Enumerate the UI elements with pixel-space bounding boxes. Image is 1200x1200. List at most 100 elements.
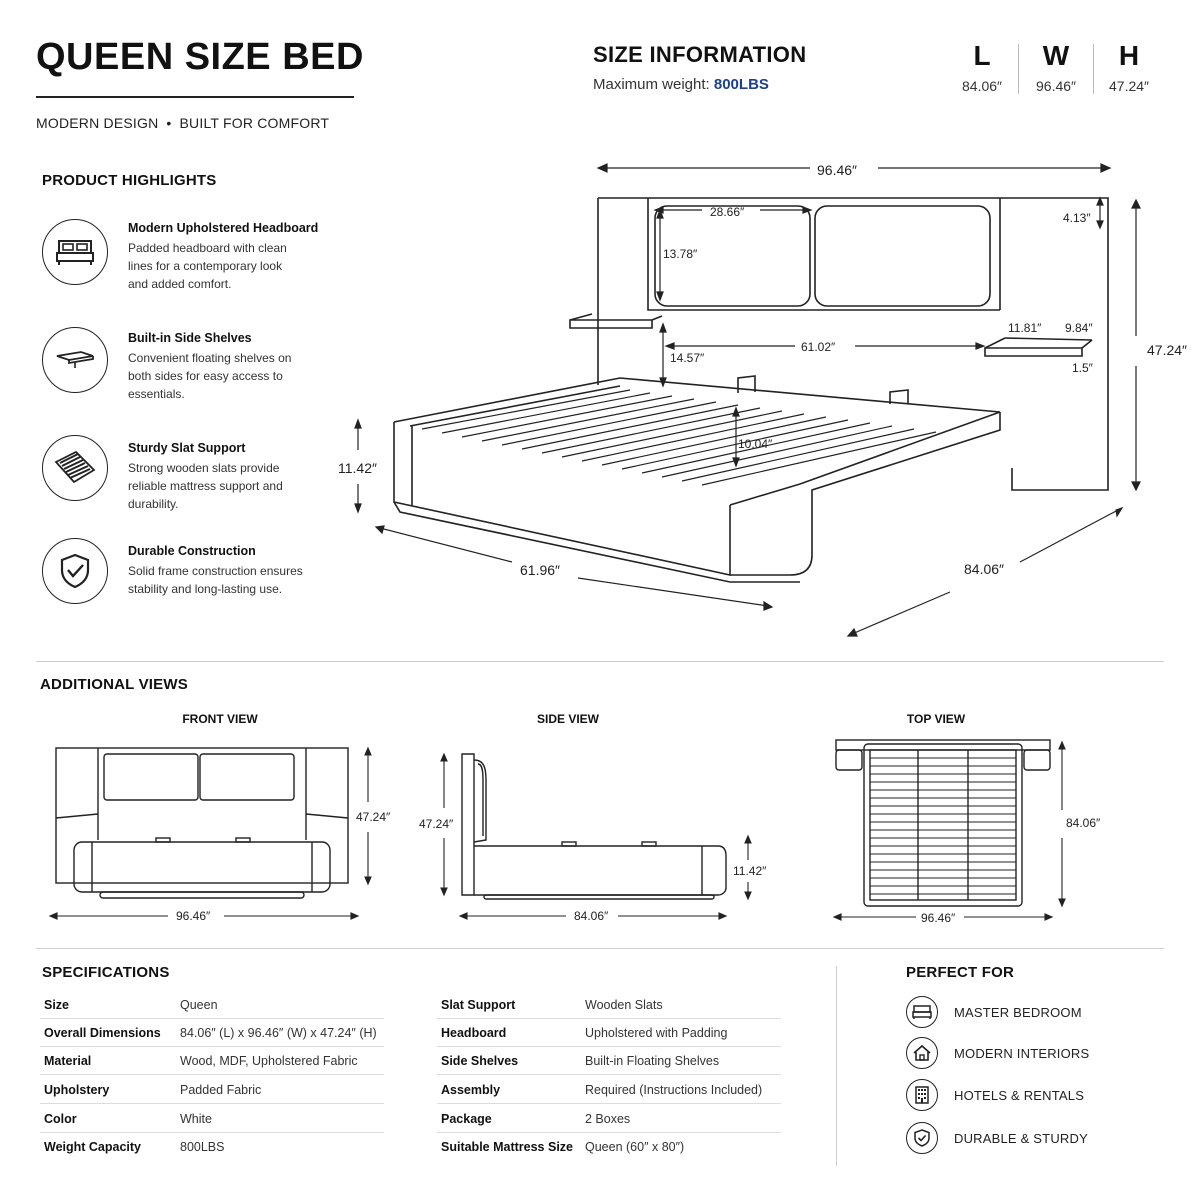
spec-key: Slat Support bbox=[441, 997, 516, 1012]
top-view-drawing: 84.06″ 96.46″ bbox=[832, 739, 1101, 925]
dim-inner-width: 61.02″ bbox=[801, 340, 836, 354]
front-view-height: 47.24″ bbox=[356, 810, 391, 824]
highlight-desc: Strong wooden slats provide reliable mat… bbox=[128, 461, 283, 511]
dim-width: W 96.46″ bbox=[1021, 40, 1091, 94]
front-view-width: 96.46″ bbox=[176, 909, 211, 923]
dim-width-value: 96.46″ bbox=[1036, 78, 1076, 94]
spec-key: Headboard bbox=[441, 1025, 507, 1040]
front-view-drawing: 47.24″ 96.46″ bbox=[48, 746, 391, 923]
spec-row: Size Queen bbox=[40, 991, 384, 1019]
perfect-for-label: HOTELS & RENTALS bbox=[954, 1087, 1085, 1103]
spec-value: Required (Instructions Included) bbox=[585, 1082, 763, 1097]
perfect-for-item: DURABLE & STURDY bbox=[906, 1122, 1088, 1154]
spec-key: Upholstery bbox=[44, 1082, 110, 1097]
spec-value: Wooden Slats bbox=[585, 997, 663, 1012]
max-weight-label: Maximum weight: bbox=[593, 76, 710, 93]
side-view-length: 84.06″ bbox=[574, 909, 609, 923]
perfect-for-label: MASTER BEDROOM bbox=[954, 1004, 1082, 1020]
dim-width-top: 96.46″ bbox=[817, 162, 857, 178]
top-view-label: TOP VIEW bbox=[906, 712, 966, 726]
spec-key: Package bbox=[441, 1111, 492, 1126]
size-info-title: SIZE INFORMATION bbox=[593, 42, 807, 67]
spec-row: Color White bbox=[40, 1105, 384, 1133]
dim-front-width: 61.96″ bbox=[520, 562, 560, 578]
highlight-desc: Solid frame construction ensures stabili… bbox=[128, 564, 303, 596]
spec-key: Suitable Mattress Size bbox=[441, 1140, 573, 1154]
slats-icon bbox=[42, 435, 108, 501]
highlight-item: Durable Construction Solid frame constru… bbox=[128, 544, 303, 598]
tagline-comfort: BUILT FOR COMFORT bbox=[179, 115, 330, 131]
section-divider bbox=[36, 948, 1164, 949]
specifications-heading: SPECIFICATIONS bbox=[42, 964, 170, 981]
column-divider bbox=[836, 966, 837, 1166]
perfect-for-label: DURABLE & STURDY bbox=[954, 1130, 1088, 1146]
bed-icon bbox=[42, 219, 108, 285]
spec-key: Size bbox=[44, 997, 70, 1012]
highlight-title: Sturdy Slat Support bbox=[128, 441, 246, 455]
spec-value: 84.06″ (L) x 96.46″ (W) x 47.24″ (H) bbox=[180, 1025, 377, 1040]
spec-row: Material Wood, MDF, Upholstered Fabric bbox=[40, 1047, 384, 1075]
dim-height: H 47.24″ bbox=[1094, 40, 1164, 94]
highlights-heading: PRODUCT HIGHLIGHTS bbox=[42, 172, 217, 189]
perfect-for-item: MASTER BEDROOM bbox=[906, 996, 1082, 1028]
dim-panel-width: 28.66″ bbox=[710, 205, 745, 219]
spec-row: Suitable Mattress Size Queen (60″ x 80″) bbox=[437, 1133, 781, 1161]
highlight-item: Modern Upholstered Headboard Padded head… bbox=[128, 221, 318, 293]
dim-separator bbox=[1018, 44, 1019, 94]
spec-row: Upholstery Padded Fabric bbox=[40, 1076, 384, 1104]
dim-shelf-depth: 11.81″ bbox=[1008, 321, 1042, 335]
tagline-design: MODERN DESIGN bbox=[36, 115, 159, 131]
highlight-desc: Padded headboard with clean lines for a … bbox=[128, 241, 287, 291]
spec-row: Slat Support Wooden Slats bbox=[437, 991, 781, 1019]
perfect-for-heading: PERFECT FOR bbox=[906, 964, 1015, 981]
dim-height-value: 47.24″ bbox=[1109, 78, 1149, 94]
spec-key: Weight Capacity bbox=[44, 1140, 142, 1154]
spec-row: Assembly Required (Instructions Included) bbox=[437, 1076, 781, 1104]
top-view-length: 84.06″ bbox=[1066, 816, 1101, 830]
perfect-for-item: MODERN INTERIORS bbox=[906, 1037, 1089, 1069]
spec-key: Side Shelves bbox=[441, 1053, 519, 1068]
spec-value: White bbox=[180, 1111, 212, 1126]
dim-total-height: 47.24″ bbox=[1147, 342, 1187, 358]
bed-main-drawing: 96.46″ 28.66″ 13.78″ 4.13″ 14.57″ 61.02″… bbox=[338, 162, 1187, 637]
tagline: MODERN DESIGN•BUILT FOR COMFORT bbox=[36, 115, 329, 131]
building-icon bbox=[906, 1079, 938, 1111]
shelf-icon bbox=[42, 327, 108, 393]
page-title: QUEEN SIZE BED bbox=[36, 36, 364, 78]
side-view-drawing: 47.24″ 11.42″ 84.06″ bbox=[419, 752, 767, 923]
dim-separator bbox=[1093, 44, 1094, 94]
side-view-frame: 11.42″ bbox=[733, 864, 767, 878]
side-view-height: 47.24″ bbox=[419, 817, 454, 831]
front-view-label: FRONT VIEW bbox=[182, 712, 258, 726]
side-view-label: SIDE VIEW bbox=[536, 712, 599, 726]
spec-key: Color bbox=[44, 1111, 77, 1126]
section-divider bbox=[36, 661, 1164, 662]
spec-value: Upholstered with Padding bbox=[585, 1025, 728, 1040]
highlight-title: Built-in Side Shelves bbox=[128, 331, 252, 345]
highlight-desc: Convenient floating shelves on both side… bbox=[128, 351, 292, 401]
spec-value: Queen bbox=[180, 997, 218, 1012]
spec-key: Overall Dimensions bbox=[44, 1025, 161, 1040]
perfect-for-label: MODERN INTERIORS bbox=[954, 1045, 1090, 1061]
spec-key: Assembly bbox=[441, 1082, 501, 1097]
spec-value: Padded Fabric bbox=[180, 1082, 262, 1097]
shield-check-icon bbox=[42, 538, 108, 604]
top-view-width: 96.46″ bbox=[921, 911, 956, 925]
highlight-item: Sturdy Slat Support Strong wooden slats … bbox=[128, 441, 303, 513]
dim-length-letter: L bbox=[973, 40, 991, 71]
dim-panel-height: 13.78″ bbox=[663, 247, 698, 261]
spec-value: Wood, MDF, Upholstered Fabric bbox=[180, 1053, 358, 1068]
dim-shelf-height: 14.57″ bbox=[670, 351, 705, 365]
dim-width-letter: W bbox=[1042, 40, 1070, 71]
spec-key: Material bbox=[44, 1053, 92, 1068]
perfect-for-item: HOTELS & RENTALS bbox=[906, 1079, 1084, 1111]
shield-check-icon bbox=[906, 1122, 938, 1154]
dim-length: L 84.06″ bbox=[947, 40, 1017, 94]
dim-height-letter: H bbox=[1118, 40, 1140, 71]
dim-shelf-thickness: 1.5″ bbox=[1072, 361, 1094, 375]
dim-top-gap: 4.13″ bbox=[1063, 211, 1091, 225]
dim-length-value: 84.06″ bbox=[962, 78, 1002, 94]
spec-value: Queen (60″ x 80″) bbox=[585, 1140, 685, 1154]
